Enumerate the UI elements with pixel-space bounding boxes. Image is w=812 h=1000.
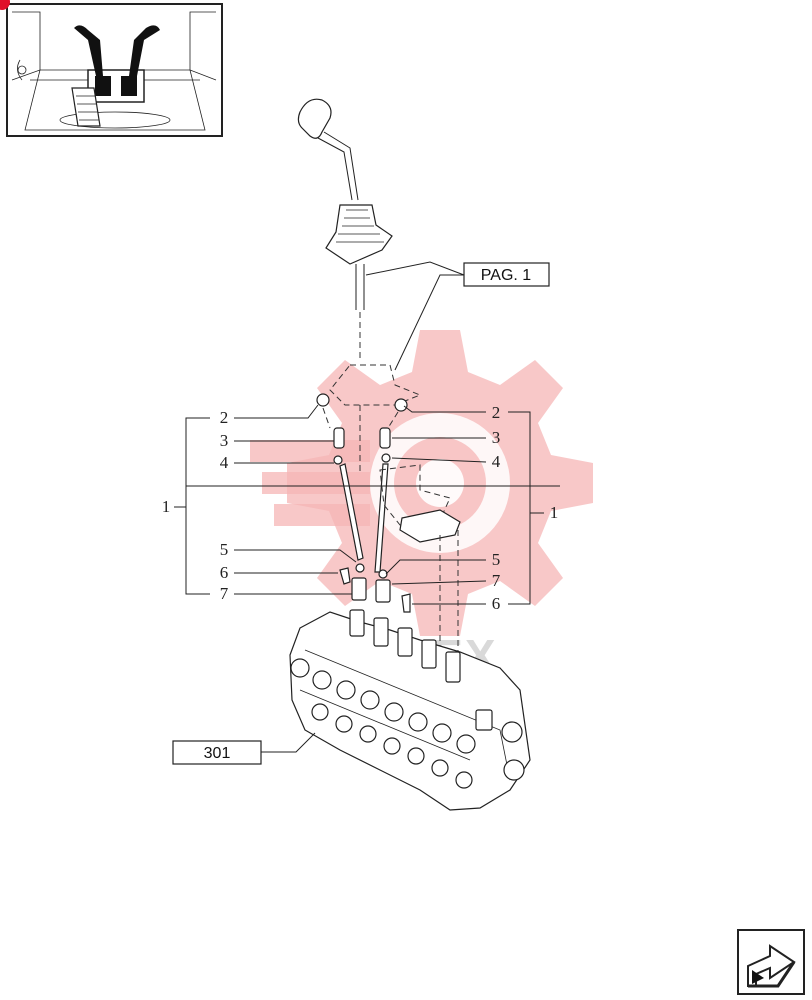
callout-right-1: 1 bbox=[550, 503, 559, 522]
left-callouts: 2 3 4 1 5 6 7 bbox=[162, 404, 560, 603]
callout-left-7: 7 bbox=[220, 584, 229, 603]
joystick-lever bbox=[297, 98, 393, 360]
callout-right-5: 5 bbox=[492, 550, 501, 569]
thumbnail-cab-view[interactable] bbox=[6, 3, 223, 137]
mounting-bracket bbox=[329, 364, 422, 475]
callout-left-2: 2 bbox=[220, 408, 229, 427]
pag-reference-label: PAG. 1 bbox=[481, 267, 531, 284]
callout-left-4: 4 bbox=[220, 453, 229, 472]
corner-badge-icon bbox=[0, 0, 10, 10]
watermark-gear-icon bbox=[250, 330, 593, 636]
callout-left-5: 5 bbox=[220, 540, 229, 559]
callout-right-2: 2 bbox=[492, 403, 501, 422]
right-control-rod bbox=[374, 398, 411, 613]
callout-right-4: 4 bbox=[492, 452, 501, 471]
right-callouts: 2 3 4 1 5 7 6 bbox=[385, 403, 559, 613]
callout-right-6: 6 bbox=[492, 594, 501, 613]
assembly-reference-301[interactable]: 301 bbox=[172, 732, 316, 765]
assembly-reference-label: 301 bbox=[204, 745, 231, 762]
lower-plate bbox=[379, 464, 461, 660]
next-page-arrow-icon[interactable] bbox=[737, 929, 805, 995]
callout-left-6: 6 bbox=[220, 563, 229, 582]
left-control-rod bbox=[316, 393, 367, 601]
callout-right-7: 7 bbox=[492, 571, 501, 590]
pag-reference[interactable]: PAG. 1 bbox=[365, 261, 550, 371]
callout-left-3: 3 bbox=[220, 431, 229, 450]
callout-left-1: 1 bbox=[162, 497, 171, 516]
control-valve-block bbox=[289, 609, 531, 811]
callout-right-3: 3 bbox=[492, 428, 501, 447]
